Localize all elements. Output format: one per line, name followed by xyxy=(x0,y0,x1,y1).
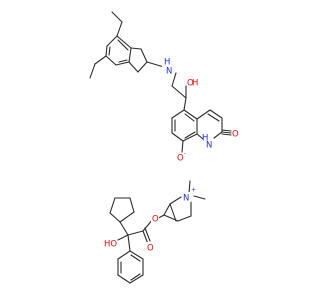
amine-h-label: H xyxy=(164,58,170,68)
hydroxyl-o-label: O xyxy=(187,79,194,89)
phenoxide-o-label: O xyxy=(177,154,184,164)
molecule-glycopyrronium: HO O O N + xyxy=(104,180,206,284)
indacaterol-atom-labels: H N O H O - H N O xyxy=(162,58,239,164)
ammonium-n-label: N xyxy=(183,194,189,204)
cyclopentyl-ring xyxy=(109,197,135,223)
carbonyl-o-label: O xyxy=(232,130,239,140)
hydroxyl-label: HO xyxy=(104,240,117,250)
pyrrolidinium-ring xyxy=(163,196,192,222)
amine-linker xyxy=(146,61,187,111)
ammonium-charge: + xyxy=(191,187,196,194)
quinolinone-ring-system xyxy=(171,109,232,153)
ester-o-label: O xyxy=(152,215,159,225)
amine-n-label: N xyxy=(166,67,172,77)
n-methyl-groups xyxy=(188,180,206,200)
molecule-canvas: H N O H O - H N O xyxy=(89,11,239,284)
carbonyl-o-label: O xyxy=(147,244,154,254)
ring-nh-h-label: H xyxy=(202,134,208,144)
structure-drawing: H N O H O - H N O xyxy=(89,11,239,284)
hydroxyl-h-label: H xyxy=(192,79,198,89)
phenoxide-charge: - xyxy=(184,151,186,158)
phenyl-ring xyxy=(117,250,144,284)
ethyl-groups xyxy=(89,11,123,79)
indane-cyclopentane-ring xyxy=(128,47,148,73)
central-carbon-bonds xyxy=(117,221,144,252)
glycopyrronium-atom-labels: HO O O N + xyxy=(104,187,196,254)
molecule-indacaterol: H N O H O - H N O xyxy=(89,11,239,164)
ring-n-label: N xyxy=(206,141,212,151)
indane-benzene-ring xyxy=(105,35,132,66)
